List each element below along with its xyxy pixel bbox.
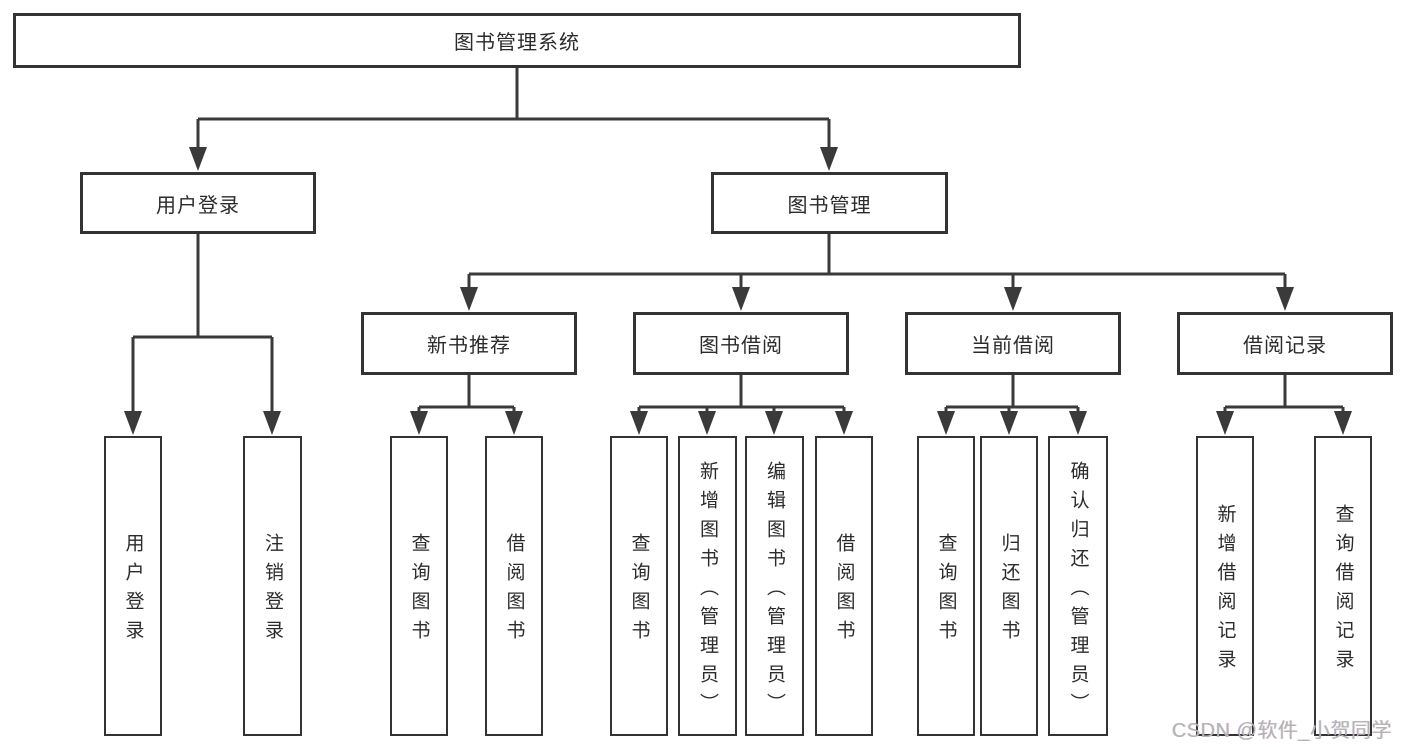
leaf-newbooks-borrow-label: 借阅图书: [503, 533, 525, 649]
arrowhead-icon: [835, 411, 853, 435]
leaf-borrow-edit: 编辑图书（管理员）: [745, 436, 804, 736]
node-book-mgmt: 图书管理: [711, 172, 948, 234]
arrowhead-icon: [263, 411, 281, 435]
arrowhead-icon: [630, 411, 648, 435]
node-new-books-label: 新书推荐: [427, 335, 511, 357]
arrowhead-icon: [505, 411, 523, 435]
arrowhead-icon: [1069, 411, 1087, 435]
leaf-borrow-borrow: 借阅图书: [815, 436, 873, 736]
node-borrow-records: 借阅记录: [1177, 312, 1393, 375]
node-current-borrow-label: 当前借阅: [971, 335, 1055, 357]
arrowhead-icon: [765, 411, 783, 435]
arrowhead-icon: [1334, 411, 1352, 435]
leaf-login-label: 用户登录: [122, 533, 144, 649]
leaf-logout-label: 注销登录: [262, 533, 283, 649]
leaf-current-return-label: 归还图书: [998, 533, 1020, 649]
arrowhead-icon: [460, 287, 478, 311]
leaf-login: 用户登录: [104, 436, 162, 736]
leaf-records-add: 新增借阅记录: [1196, 436, 1254, 736]
leaf-logout: 注销登录: [243, 436, 302, 736]
leaf-newbooks-query-label: 查询图书: [408, 533, 430, 649]
node-new-books: 新书推荐: [361, 312, 577, 375]
node-user-login-label: 用户登录: [156, 194, 240, 217]
arrowhead-icon: [1000, 411, 1018, 435]
leaf-borrow-query: 查询图书: [610, 436, 668, 736]
arrowhead-icon: [1276, 287, 1294, 311]
node-current-borrow: 当前借阅: [905, 312, 1121, 375]
node-borrow-records-label: 借阅记录: [1243, 335, 1327, 357]
arrowhead-icon: [124, 411, 142, 435]
node-root: 图书管理系统: [13, 13, 1021, 68]
node-root-label: 图书管理系统: [454, 32, 580, 54]
leaf-newbooks-borrow: 借阅图书: [485, 436, 543, 736]
leaf-records-add-label: 新增借阅记录: [1214, 504, 1236, 678]
arrowhead-icon: [1216, 411, 1234, 435]
leaf-borrow-edit-label: 编辑图书（管理员）: [764, 460, 785, 722]
leaf-borrow-add-label: 新增图书（管理员）: [697, 460, 718, 722]
leaf-current-return: 归还图书: [980, 436, 1038, 736]
leaf-current-query-label: 查询图书: [935, 533, 957, 649]
leaf-records-query: 查询借阅记录: [1314, 436, 1372, 736]
node-book-mgmt-label: 图书管理: [787, 194, 872, 217]
node-book-borrow: 图书借阅: [633, 312, 849, 375]
arrowhead-icon: [820, 147, 838, 171]
arrowhead-icon: [937, 411, 955, 435]
leaf-borrow-borrow-label: 借阅图书: [833, 533, 855, 649]
csdn-watermark: CSDN @软件_小贺同学: [1171, 720, 1392, 742]
leaf-current-query: 查询图书: [917, 436, 975, 736]
arrowheads: [124, 147, 1352, 435]
leaf-borrow-add: 新增图书（管理员）: [678, 436, 737, 736]
leaf-current-confirm: 确认归还（管理员）: [1048, 436, 1108, 736]
arrowhead-icon: [732, 287, 750, 311]
leaf-borrow-query-label: 查询图书: [628, 533, 650, 649]
arrowhead-icon: [410, 411, 428, 435]
leaf-newbooks-query: 查询图书: [390, 436, 448, 736]
arrowhead-icon: [189, 147, 207, 171]
arrowhead-icon: [698, 411, 716, 435]
leaf-current-confirm-label: 确认归还（管理员）: [1067, 460, 1089, 722]
arrowhead-icon: [1004, 287, 1022, 311]
node-book-borrow-label: 图书借阅: [699, 335, 783, 357]
node-user-login: 用户登录: [80, 172, 316, 234]
leaf-records-query-label: 查询借阅记录: [1332, 504, 1354, 678]
